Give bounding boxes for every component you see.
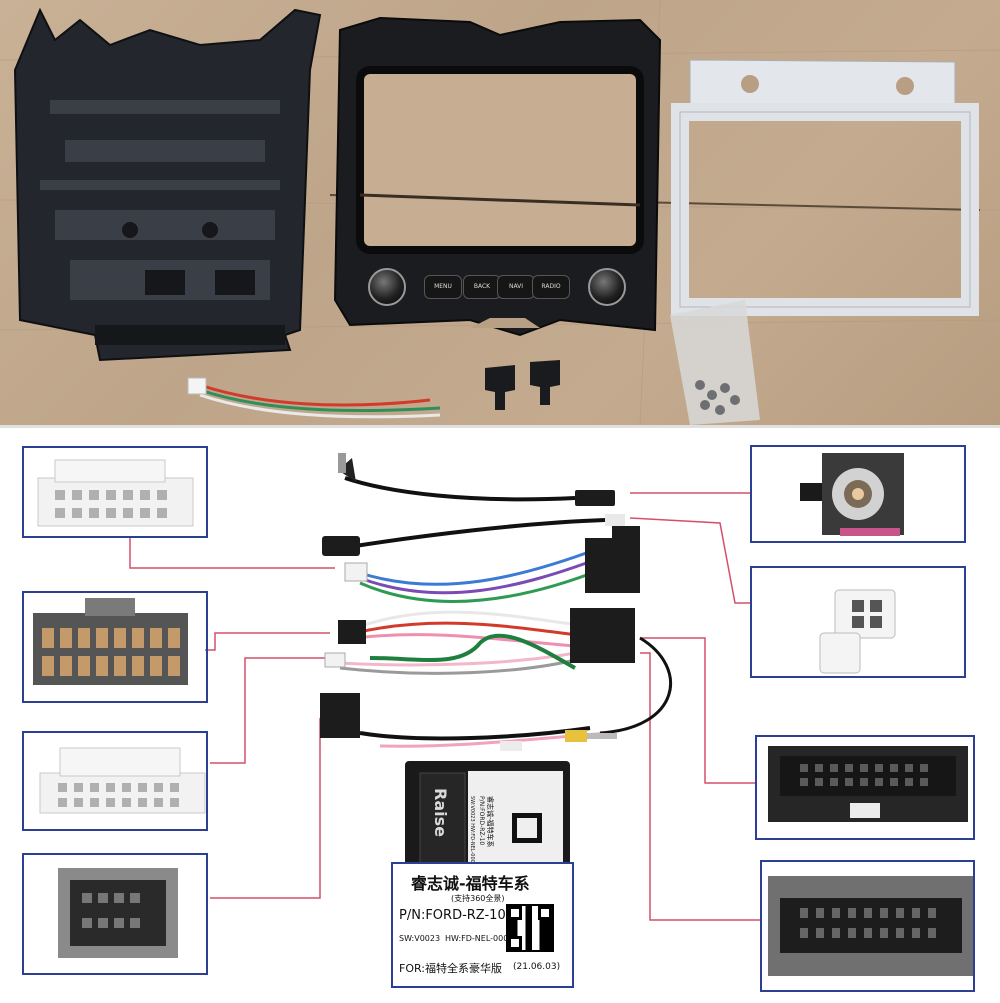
black-connector-large-1 (768, 746, 968, 822)
label-part-number: P/N:FORD-RZ-10 (399, 908, 506, 923)
tune-knob (588, 268, 626, 306)
module-sticker-line-1: 睿志诚-福特车系 (486, 796, 494, 848)
label-subtitle: (支持360全景) (451, 894, 505, 903)
harness-drawing (33, 453, 973, 976)
panel-button-navi: NAVI (497, 275, 535, 299)
qr-code (506, 904, 554, 952)
connector-box-right-2 (750, 566, 966, 678)
label-title: 睿志诚-福特车系 (411, 874, 530, 893)
white-connector-1 (37, 459, 194, 527)
connector-box-right-1 (750, 445, 966, 543)
connector-box-right-4 (760, 860, 975, 992)
module-sticker-line-3: SW:V0023 HW:FD-NEL-0007 (469, 796, 475, 866)
connector-box-left-4 (22, 853, 208, 975)
product-label-card: 睿志诚-福特车系 (支持360全景) P/N:FORD-RZ-10 SW:V00… (391, 862, 574, 988)
panel-button-menu: MENU (424, 275, 462, 299)
antenna-socket-photo (800, 453, 904, 536)
product-photo: MENU BACK NAVI RADIO (0, 0, 1000, 425)
connector-box-right-3 (755, 735, 975, 840)
volume-knob (368, 268, 406, 306)
mounting-bracket (13, 7, 322, 362)
gray-connector-4 (58, 868, 178, 958)
harness-connectors (320, 526, 640, 751)
control-module (405, 761, 570, 869)
module-sticker-line-2: P/N:FORD-RZ-10 (478, 796, 485, 846)
label-for: FOR:福特全系豪华版 (399, 962, 502, 975)
dash-panel (333, 16, 662, 337)
label-sw: SW:V0023 (399, 934, 441, 943)
callout-lines (129, 492, 760, 921)
wire-pigtail (187, 377, 441, 419)
label-date: (21.06.03) (513, 962, 561, 972)
white-connector-3 (39, 747, 206, 814)
connector-box-left-1 (22, 446, 208, 538)
connector-box-left-3 (22, 731, 208, 831)
screw-bag (670, 300, 760, 425)
white-plug-photo (819, 589, 896, 674)
wiring-diagram: Raise 睿志诚-福特车系 P/N:FORD-RZ-10 SW:V0023 H… (0, 425, 1000, 1003)
photo-scene (0, 0, 1000, 425)
label-hw: HW:FD-NEL-0007 (445, 934, 514, 943)
module-brand: Raise (430, 788, 450, 837)
panel-button-radio: RADIO (532, 275, 570, 299)
connector-box-left-2 (22, 591, 208, 703)
antenna-cables (322, 453, 625, 556)
small-brackets (485, 360, 560, 410)
metal-frame (671, 59, 979, 316)
pin-connector-2 (33, 598, 188, 685)
panel-button-back: BACK (463, 275, 501, 299)
gray-connector-large-2 (768, 876, 973, 976)
